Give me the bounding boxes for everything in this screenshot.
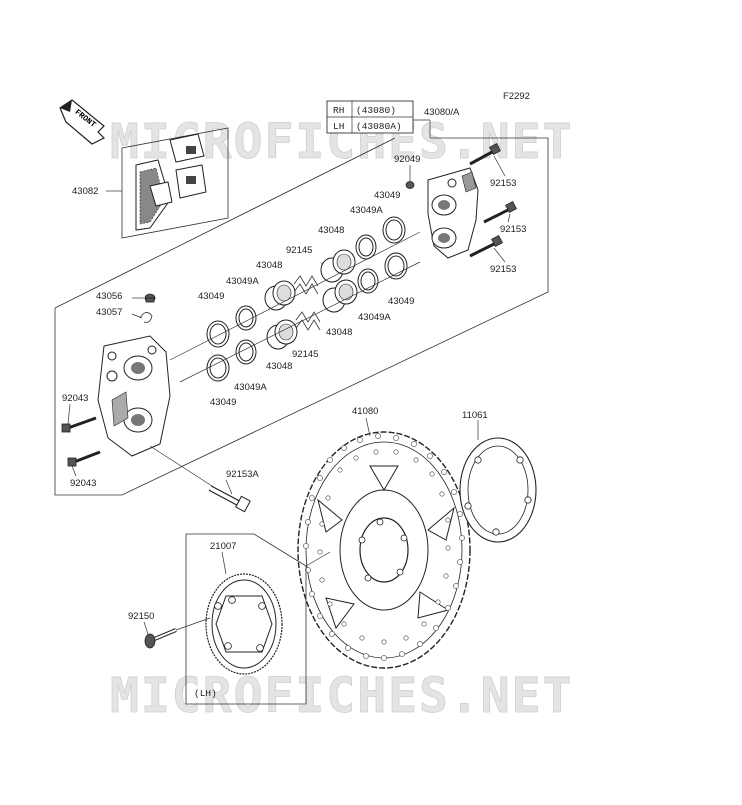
seal-ring-icon: [355, 216, 408, 294]
gasket-icon: [459, 437, 537, 543]
label-bolt-l2: 92043: [70, 478, 96, 489]
label-piston-d: 43048: [266, 361, 292, 372]
bolt-icon: [61, 416, 101, 467]
label-bolt-r2: 92153: [500, 224, 526, 235]
label-pin-b: 92145: [292, 349, 318, 360]
caliper-lh-icon: [97, 335, 171, 457]
label-seal-d: 43049A: [358, 312, 391, 323]
label-abs-ring: 21007: [210, 541, 236, 552]
front-arrow-icon: FRONT: [59, 99, 106, 145]
caliper-group-outline: [54, 137, 549, 496]
bleeder-cap-icon: [144, 293, 156, 303]
label-bolt-r3: 92153: [490, 264, 516, 275]
seal-ring-icon: [206, 305, 257, 382]
piston-icon: [320, 249, 358, 313]
label-seal-h: 43049A: [234, 382, 267, 393]
label-gasket: 11061: [462, 410, 488, 421]
abs-ring-box: [185, 533, 307, 705]
label-piston-b: 43048: [256, 260, 282, 271]
abs-ring-icon: [205, 573, 283, 675]
label-caliper-assy: 43080/A: [424, 107, 460, 118]
label-disc: 41080: [352, 406, 378, 417]
label-abs-side: (LH): [194, 688, 217, 699]
label-seal-g: 43049: [198, 291, 224, 302]
label-piston-a: 43048: [318, 225, 344, 236]
label-clip: 43057: [96, 307, 122, 318]
clip-icon: [139, 312, 153, 323]
diagram-code: F2292: [503, 91, 530, 102]
mount-bolt-icon: [208, 485, 251, 513]
bolt-icon: [469, 143, 517, 258]
legend-side-lh: LH: [333, 121, 344, 132]
label-bolt-r1: 92153: [490, 178, 516, 189]
label-mount-bolt: 92153A: [226, 469, 259, 480]
brake-pad-icon: [135, 133, 207, 231]
brake-disc-icon: [297, 431, 471, 669]
pad-spring-icon: [293, 275, 321, 331]
label-seal-b: 43049A: [350, 205, 383, 216]
legend-part-rh: (43080): [356, 105, 396, 116]
label-seal-a: 43049: [374, 190, 400, 201]
label-seal-i: 43049: [210, 397, 236, 408]
disc-bolt-icon: [144, 628, 177, 649]
label-cap: 43056: [96, 291, 122, 302]
label-disc-bolt: 92150: [128, 611, 154, 622]
piston-icon: [264, 280, 298, 350]
label-pin-a: 92145: [286, 245, 312, 256]
side-legend: RH (43080) LH (43080A): [326, 100, 414, 134]
legend-side-rh: RH: [333, 105, 344, 116]
washer-icon: [405, 181, 415, 189]
caliper-rh-icon: [427, 167, 479, 259]
watermark-bottom: MICROFICHES.NET: [110, 668, 573, 724]
label-seal-c: 43049: [388, 296, 414, 307]
legend-part-lh: (43080A): [356, 121, 402, 132]
label-piston-c: 43048: [326, 327, 352, 338]
label-seal-f: 43049A: [226, 276, 259, 287]
label-pad-set: 43082: [72, 186, 98, 197]
label-washer: 92049: [394, 154, 420, 165]
label-bolt-l1: 92043: [62, 393, 88, 404]
